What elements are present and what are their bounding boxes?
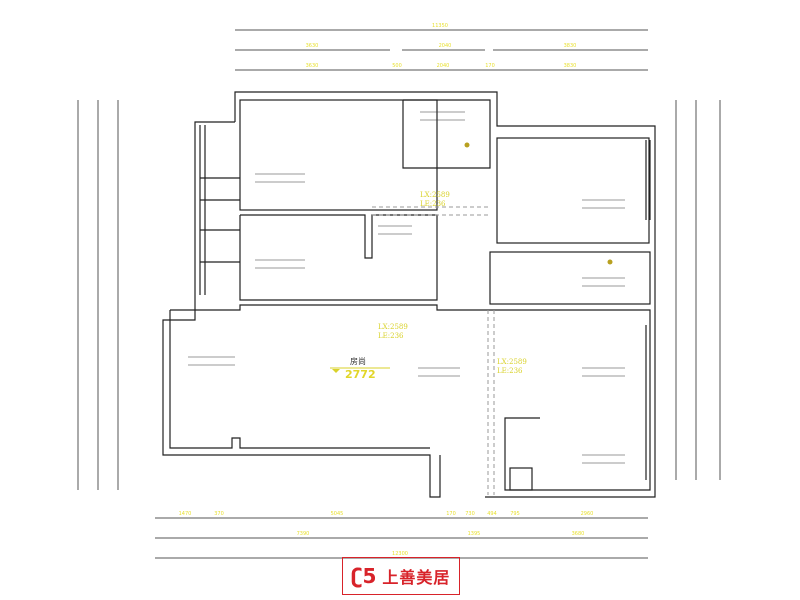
light-icon [464, 142, 470, 148]
walls [162, 91, 656, 498]
level-marker-icon [332, 369, 340, 373]
dim-top: 3630 [306, 43, 319, 49]
dim-top: 170 [485, 63, 495, 69]
logo-mark-icon: ʗ5 [351, 564, 377, 588]
dim-bottom: 5045 [331, 511, 344, 517]
room-height: 2772 [345, 368, 376, 381]
dim-bottom: 1470 [179, 511, 192, 517]
dim-top: 3830 [564, 43, 577, 49]
ceiling-annotation: LE:236 [378, 332, 404, 340]
dim-bottom: 494 [487, 511, 497, 517]
dim-top: 2040 [437, 63, 450, 69]
dim-bottom: 170 [446, 511, 456, 517]
dim-bottom: 795 [510, 511, 520, 517]
room-name: 房尚 [350, 356, 366, 366]
room-labels [188, 111, 625, 464]
dim-bottom: 7390 [297, 531, 310, 537]
dim-bottom-total: 12300 [392, 551, 408, 557]
dim-top: 3830 [564, 63, 577, 69]
light-icon [607, 259, 613, 265]
dim-bottom: 370 [214, 511, 224, 517]
dim-bottom: 1395 [468, 531, 481, 537]
logo-name: 上善美居 [382, 568, 451, 587]
ceiling-annotation: LE:236 [497, 367, 523, 375]
dim-bottom: 2960 [581, 511, 594, 517]
dim-top: 2040 [439, 43, 452, 49]
brand-logo: ʗ5 上善美居 [342, 557, 460, 595]
ceiling-annotation: LE:236 [420, 200, 446, 208]
dim-top-total: 11350 [432, 23, 448, 29]
dim-bottom: 3680 [572, 531, 585, 537]
dim-bottom: 730 [465, 511, 475, 517]
ceiling-lines [372, 206, 495, 495]
ceiling-annotation: LX:2589 [420, 191, 450, 199]
top-dimension-lines [77, 29, 721, 559]
ceiling-annotation: LX:2589 [378, 323, 408, 331]
dim-top: 500 [392, 63, 402, 69]
ceiling-annotation: LX:2589 [497, 358, 527, 366]
dim-top: 3630 [306, 63, 319, 69]
